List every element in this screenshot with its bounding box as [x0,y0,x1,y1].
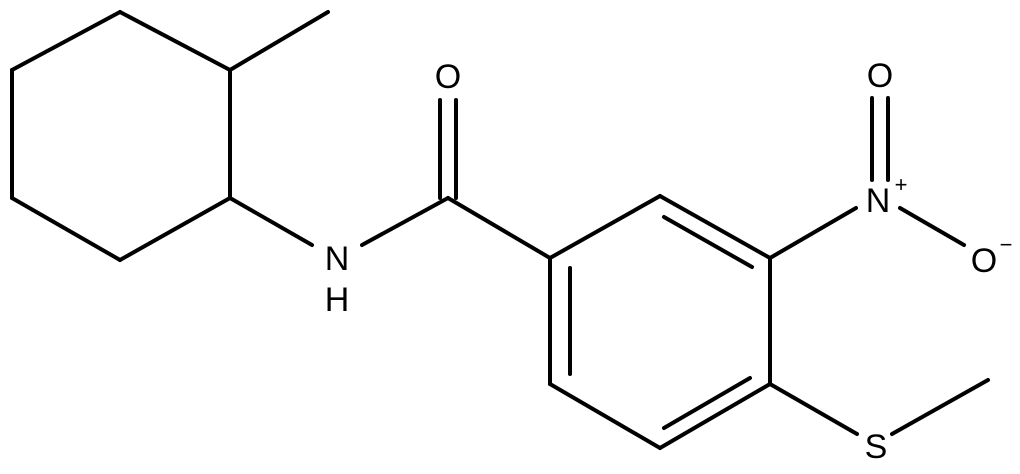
carbonyl-oxygen-label: O [435,58,461,96]
nitro-oxygen-right-label: O [971,242,997,280]
bond [118,10,232,72]
bond [118,196,232,262]
bond [446,196,552,260]
bond [658,382,772,450]
bond [10,10,122,72]
aromatic-inner-bond [662,215,754,269]
bond [10,196,122,262]
sulfur-label: S [865,428,888,466]
bond [768,382,859,436]
methyl-bond [228,10,330,72]
aromatic-inner-bond [662,376,752,430]
cyclohexane-ring [10,10,232,262]
nitro-oxygen-negative-charge: − [1000,232,1013,257]
bond [548,194,662,260]
bond [898,206,966,247]
bond [228,196,314,247]
nitro-nitrogen-label: N [866,182,891,220]
bond [658,194,772,260]
bond [768,206,858,260]
bond [548,382,662,450]
bond [360,196,450,247]
benzene-ring [548,194,772,450]
amide-nitrogen-label: N [325,240,350,278]
amide-hydrogen-label: H [325,281,350,319]
nitro-nitrogen-positive-charge: + [895,172,908,197]
nitro-oxygen-top-label: O [867,57,893,95]
bond [890,378,990,436]
